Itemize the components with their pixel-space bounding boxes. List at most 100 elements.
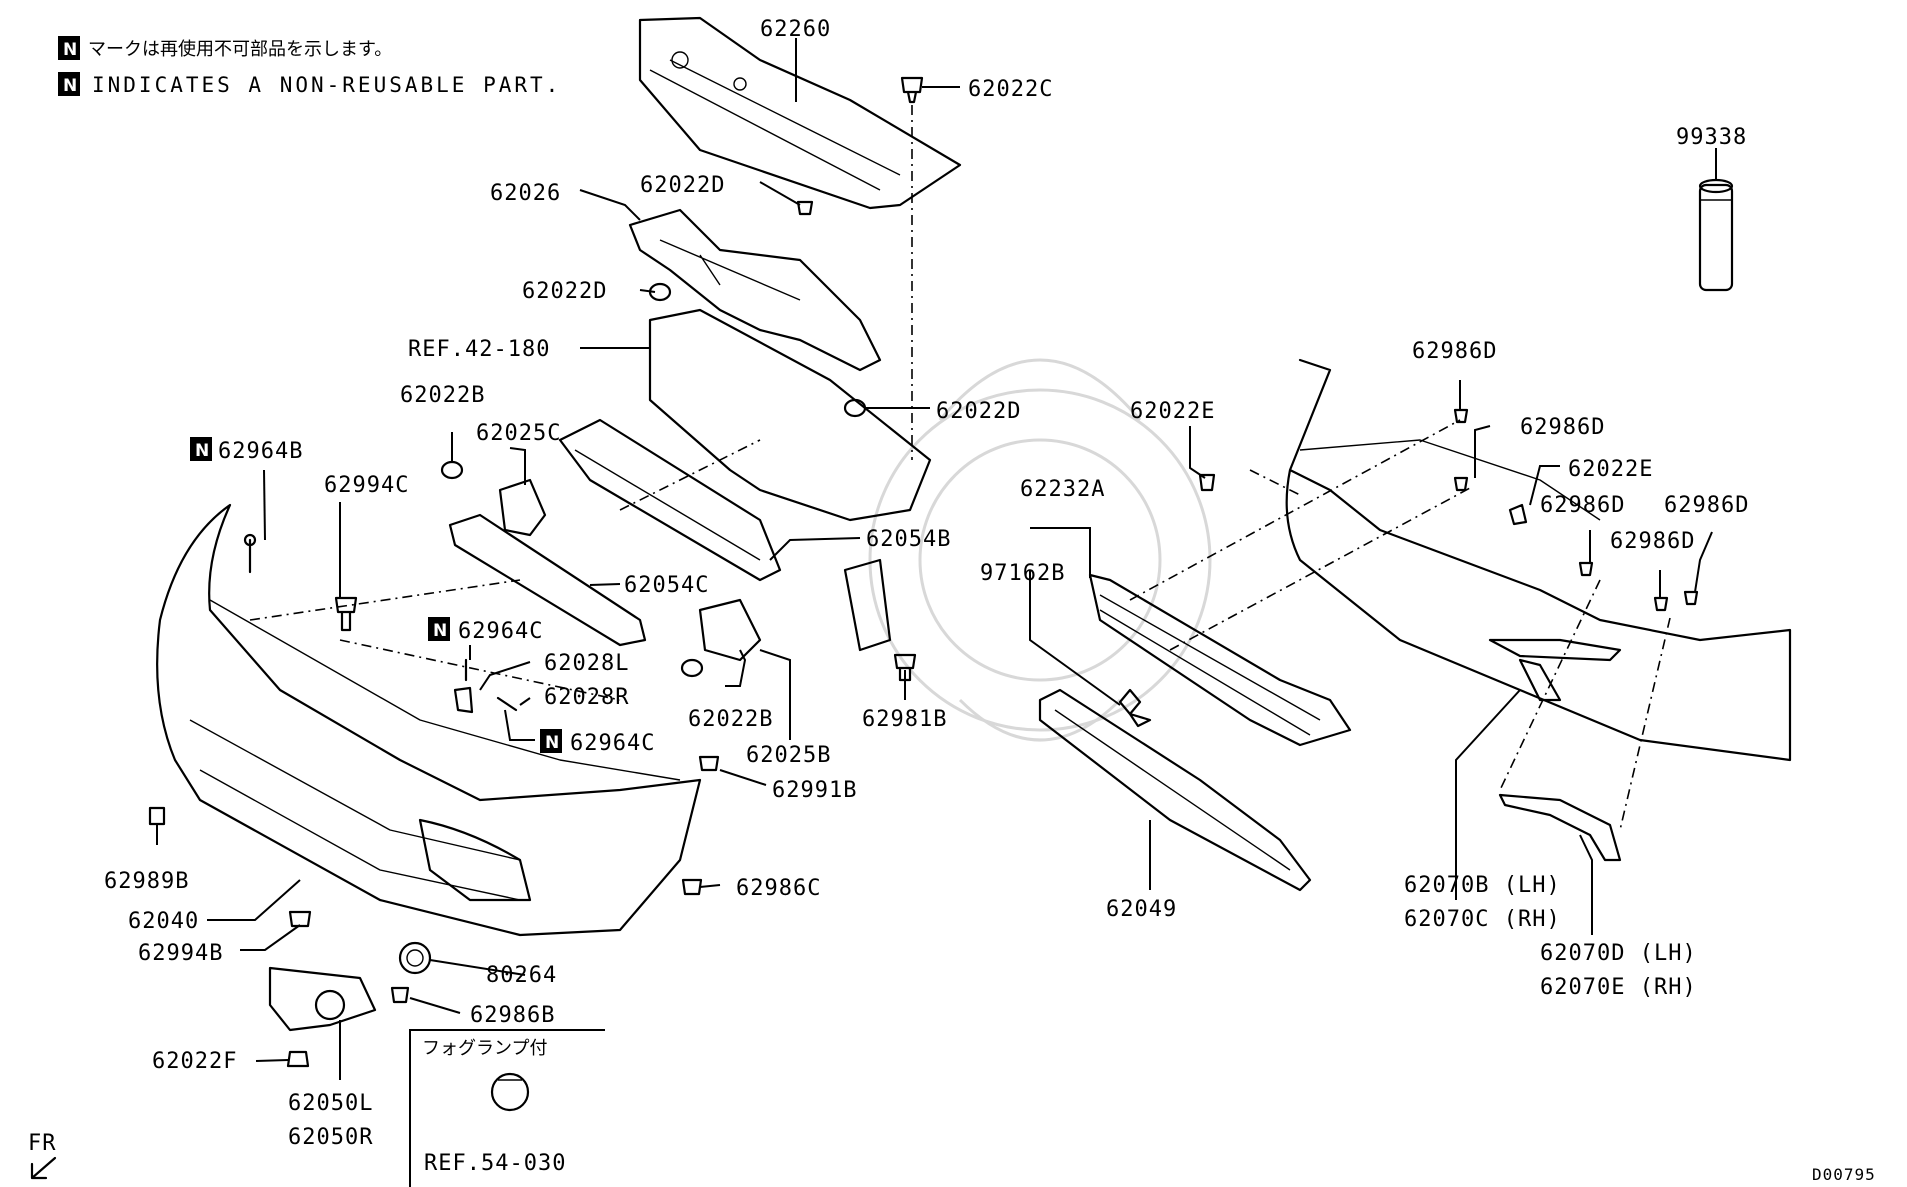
label-62022D-1: 62022D [640,173,725,198]
bracket-62026[interactable] [628,208,882,372]
label-62054B: 62054B [866,527,951,552]
label-62028R: 62028R [544,685,629,710]
bolt-62994C[interactable] [334,596,358,632]
screw-62986D-4[interactable] [1653,596,1669,612]
rivet-62964B[interactable] [243,533,257,574]
label-62040: 62040 [128,909,199,934]
bolt-62994B[interactable] [288,910,312,928]
label-62964C-2: 62964C [570,731,655,756]
label-62991B: 62991B [772,778,857,803]
label-62049: 62049 [1106,897,1177,922]
side-bracket[interactable] [843,558,892,652]
clip-62022E-left[interactable] [1198,473,1216,492]
label-62054C: 62054C [624,573,709,598]
label-62026: 62026 [490,181,561,206]
clip-62028L[interactable] [453,686,474,714]
label-62070D: 62070D (LH) [1540,941,1697,966]
label-62989B: 62989B [104,869,189,894]
screw-62986D-5[interactable] [1683,590,1699,606]
badge-62964C-1: N [428,617,450,641]
label-62964B: 62964B [218,439,303,464]
label-62022B-2: 62022B [688,707,773,732]
label-62994B: 62994B [138,941,223,966]
label-62070E: 62070E (RH) [1540,975,1697,1000]
svg-text:FR: FR [28,1131,57,1156]
label-62986D-1: 62986D [1412,339,1497,364]
svg-text:INDICATES A NON-REUSABLE PART.: INDICATES A NON-REUSABLE PART. [92,73,561,97]
label-62260: 62260 [760,17,831,42]
label-62981B: 62981B [862,707,947,732]
label-62028L: 62028L [544,651,629,676]
drawing-code: D00795 [1812,1165,1876,1184]
label-97162B: 97162B [980,561,1065,586]
moulding-62070B[interactable] [1488,638,1622,702]
svg-text:マークは再使用不可部品を示します。: マークは再使用不可部品を示します。 [88,39,392,60]
rear-bumper-62040-rh[interactable] [1285,358,1792,762]
label-ref-42-180: REF.42-180 [408,337,550,362]
label-62050L: 62050L [288,1091,373,1116]
upper-cover-62260[interactable] [638,16,962,210]
label-62022D-2: 62022D [522,279,607,304]
fog-lamp-inset: フォグランプ付 REF.54-030 [409,1029,605,1187]
front-direction-indicator: FR [28,1131,57,1180]
reinforcement-62054B[interactable] [558,418,782,582]
alignment-lines [249,105,1671,831]
label-62022D-3: 62022D [936,399,1021,424]
clip-62022B-lower[interactable] [680,658,704,678]
screw-62986D-3[interactable] [1578,561,1594,577]
screw-62986D-2[interactable] [1453,476,1469,492]
upper-grille-62232A[interactable] [1088,573,1352,747]
label-62986D-5: 62986D [1610,529,1695,554]
svg-text:N: N [63,40,77,60]
screw-62991B[interactable] [698,755,720,772]
fog-bezel-62050[interactable] [268,966,377,1032]
absorber-62054C[interactable] [448,513,647,647]
badge-62964C-2: N [540,729,562,753]
clip-62022C[interactable] [900,76,924,104]
screw-62986B[interactable] [390,986,410,1004]
label-62994C: 62994C [324,473,409,498]
label-62025B: 62025B [746,743,831,768]
clip-62022D-upper[interactable] [796,200,814,216]
nut-62022F[interactable] [286,1050,310,1068]
bolt-62981B[interactable] [893,653,917,682]
rivet-62964C-lower[interactable] [496,696,518,712]
leader-lines [156,38,1717,1080]
label-62022C: 62022C [968,77,1053,102]
svg-text:N: N [195,441,209,461]
clip-62022B-upper[interactable] [440,460,464,480]
lower-grille-62049[interactable] [1038,688,1312,892]
fog-lamp-80264[interactable] [398,941,432,975]
bracket-62025C[interactable] [498,478,547,537]
label-62070C: 62070C (RH) [1404,907,1561,932]
label-99338: 99338 [1676,125,1747,150]
label-62986B: 62986B [470,1003,555,1028]
label-62986D-3: 62986D [1540,493,1625,518]
svg-text:N: N [545,733,559,753]
label-62022B-1: 62022B [400,383,485,408]
label-62986D-4: 62986D [1664,493,1749,518]
moulding-62070D[interactable] [1498,793,1622,862]
bracket-62025B[interactable] [698,598,762,662]
part-labels: 62260 62022C 99338 62026 62022D 62022D R… [104,17,1749,1150]
svg-text:N: N [433,621,447,641]
screw-62986C[interactable] [681,878,703,896]
clip-62989B[interactable] [148,806,166,826]
clip-62022D-lower[interactable] [843,398,867,418]
label-62986D-2: 62986D [1520,415,1605,440]
svg-text:REF.54-030: REF.54-030 [424,1151,566,1176]
non-reusable-note: N マークは再使用不可部品を示します。 N INDICATES A NON-RE… [58,36,561,97]
label-62022E-1: 62022E [1130,399,1215,424]
label-62986C: 62986C [736,876,821,901]
adhesive-tube-99338[interactable] [1698,178,1734,292]
front-bumper-62040[interactable] [156,503,702,937]
label-62022F: 62022F [152,1049,237,1074]
svg-text:フォグランプ付: フォグランプ付 [422,1038,547,1059]
label-62022E-2: 62022E [1568,457,1653,482]
ref-42-180-panel [648,308,932,522]
clip-62022E-right[interactable] [1508,503,1528,526]
screw-62986D-1[interactable] [1453,408,1469,424]
label-62964C-1: 62964C [458,619,543,644]
emblem-97162B[interactable] [1118,688,1152,728]
